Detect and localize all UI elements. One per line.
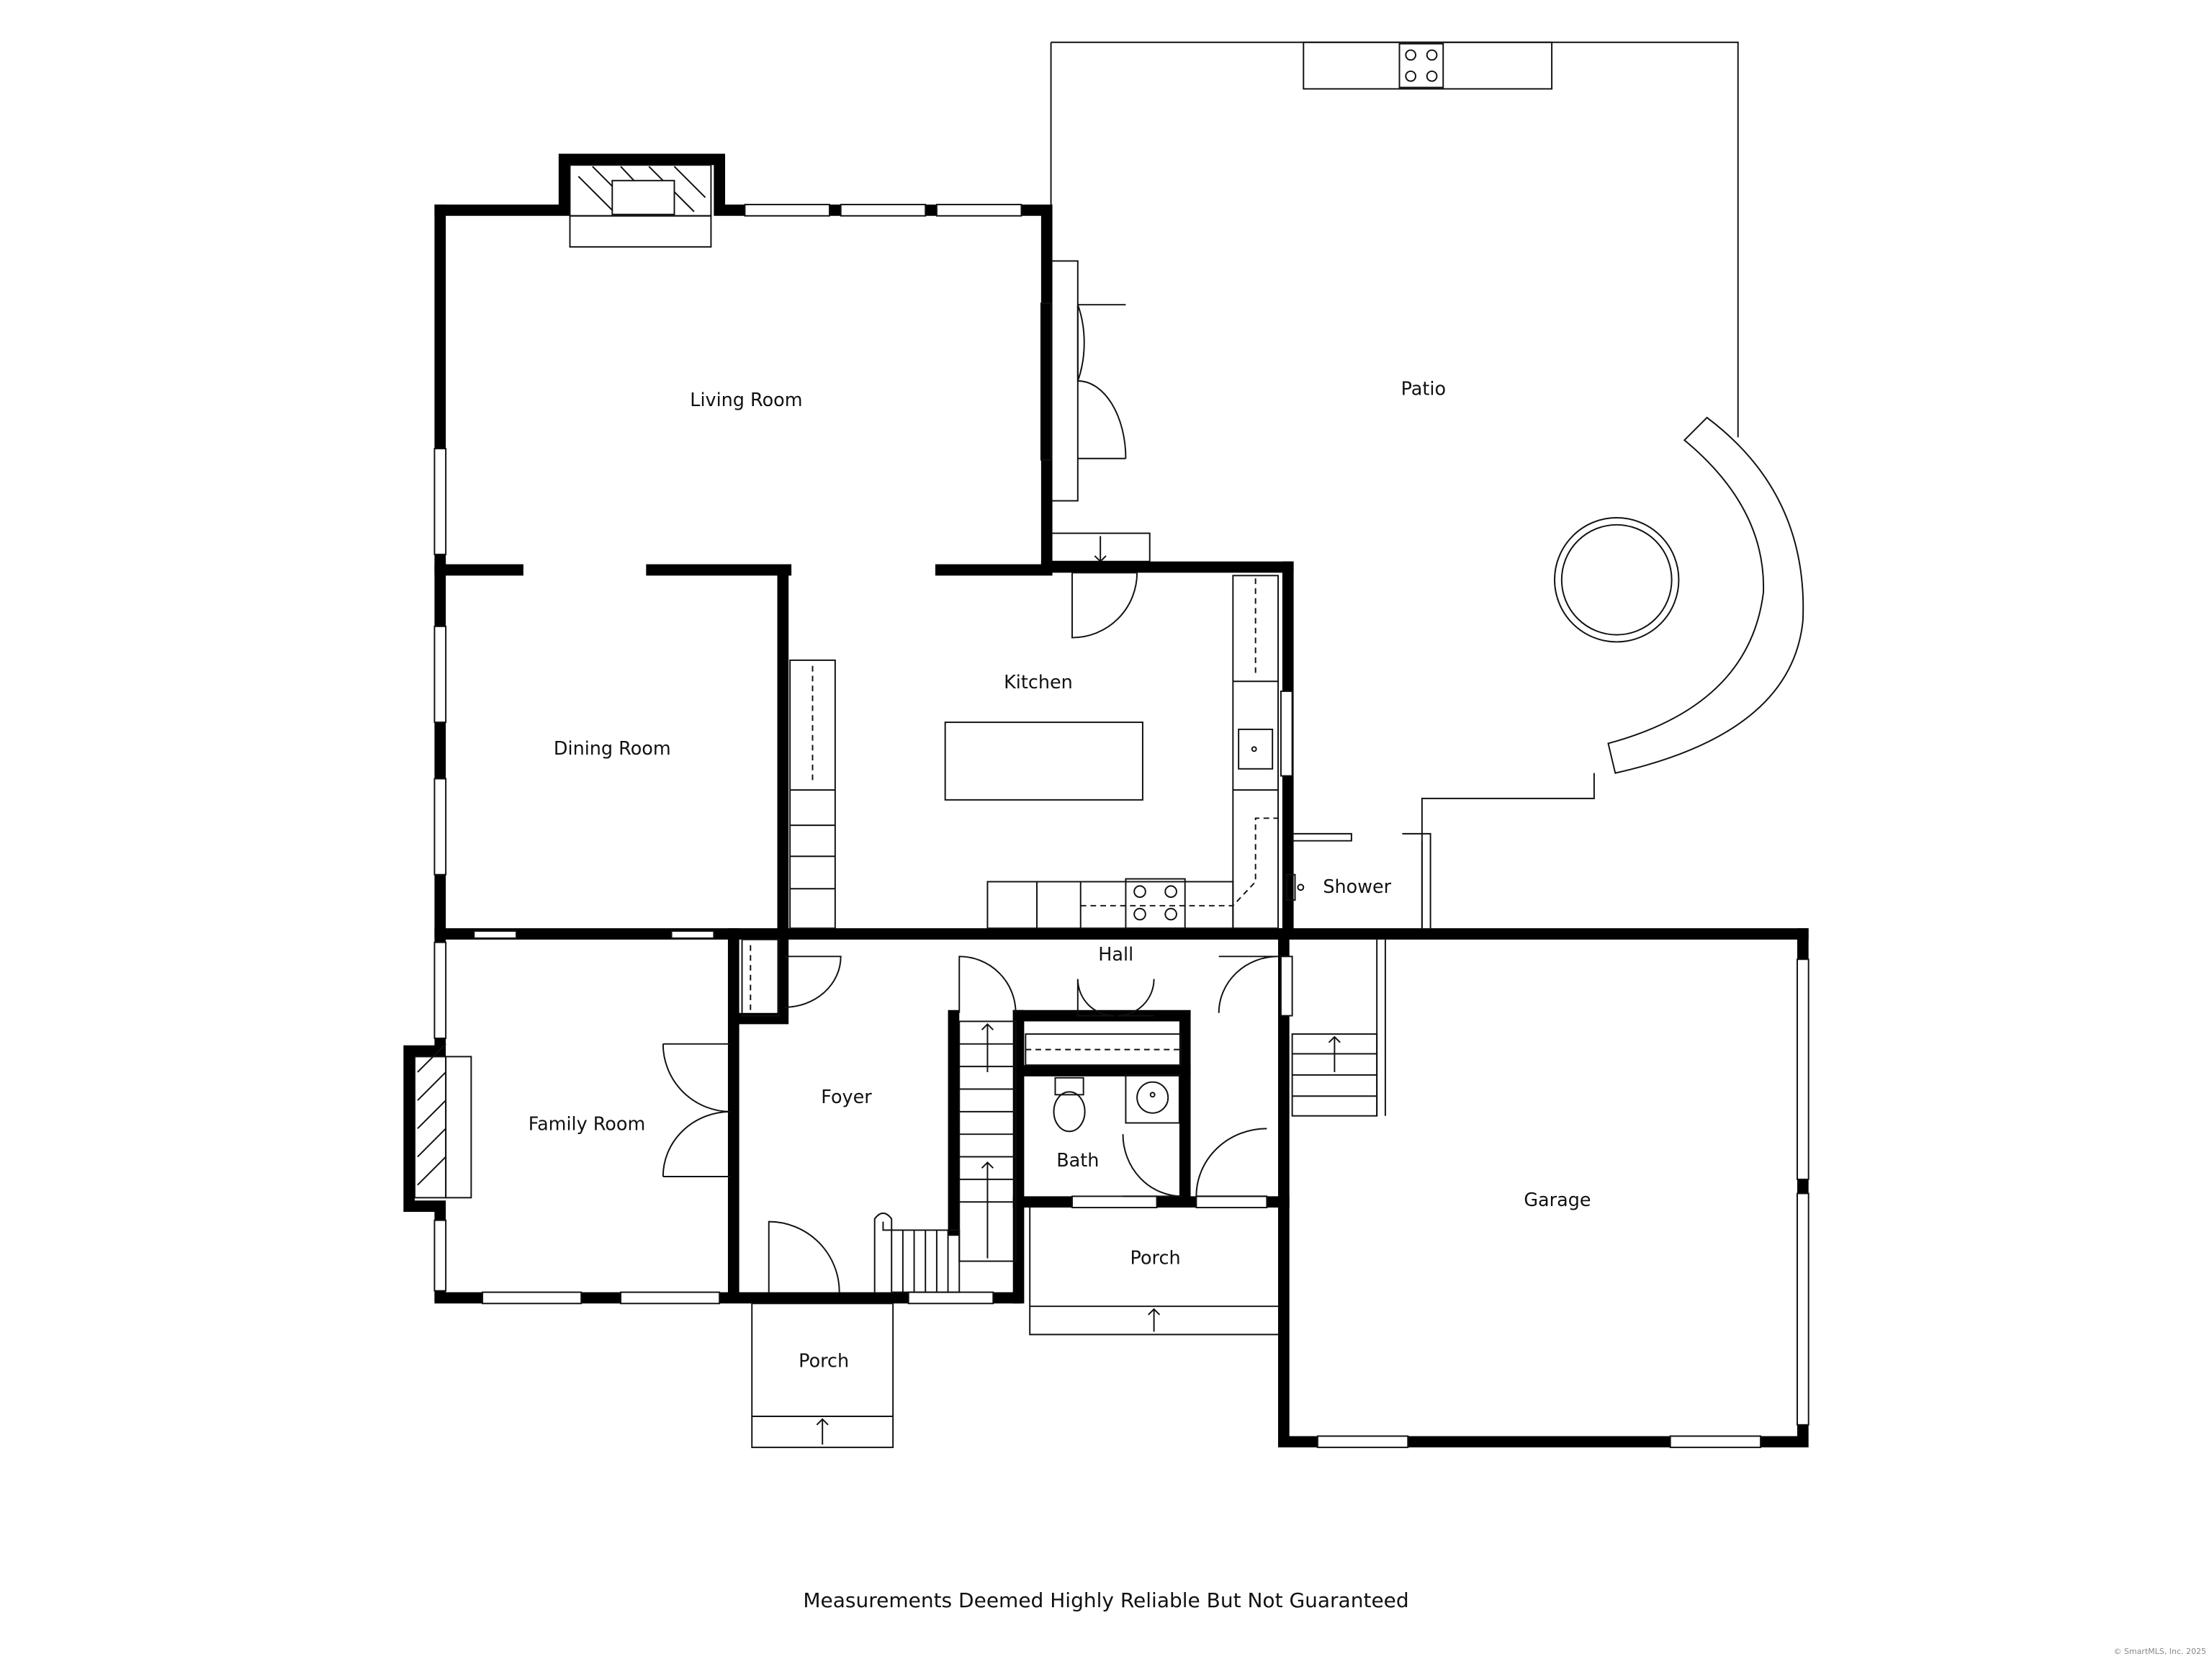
cooktop (1125, 878, 1186, 930)
kitchen-fixtures (789, 575, 1279, 930)
disclaimer-caption: Measurements Deemed Highly Reliable But … (803, 1588, 1409, 1612)
label-living-room: Living Room (690, 390, 802, 411)
label-shower: Shower (1323, 876, 1391, 898)
sink (1125, 1074, 1180, 1124)
shower-area (1285, 832, 1431, 929)
fireplace-family (414, 1043, 472, 1199)
stairs (873, 939, 1386, 1293)
room-labels: Living Room Patio Kitchen Dining Room Sh… (529, 379, 1591, 1372)
copyright-credit: © SmartMLS, Inc. 2025 (2113, 1647, 2206, 1656)
label-porch-side: Porch (1130, 1247, 1181, 1269)
windows (433, 204, 1809, 1449)
label-bath: Bath (1056, 1150, 1099, 1172)
label-patio: Patio (1401, 379, 1446, 400)
grill-burners (1398, 42, 1444, 89)
kitchen-island (944, 721, 1143, 801)
porches (751, 1208, 1279, 1449)
label-garage: Garage (1524, 1190, 1591, 1211)
doors (662, 302, 1279, 1292)
patio-outline (1050, 41, 1804, 929)
fireplace-living (569, 164, 712, 248)
fire-pit (1554, 517, 1680, 643)
label-family-room: Family Room (529, 1113, 645, 1135)
toilet (1054, 1076, 1084, 1096)
label-hall: Hall (1098, 944, 1133, 966)
label-porch-front: Porch (799, 1350, 849, 1372)
grill-counter (1303, 41, 1553, 90)
curved-seating-wall (1607, 416, 1804, 774)
label-dining-room: Dining Room (554, 738, 671, 760)
label-kitchen: Kitchen (1004, 672, 1073, 693)
label-foyer: Foyer (821, 1087, 872, 1108)
bath-fixtures (741, 938, 1182, 1133)
